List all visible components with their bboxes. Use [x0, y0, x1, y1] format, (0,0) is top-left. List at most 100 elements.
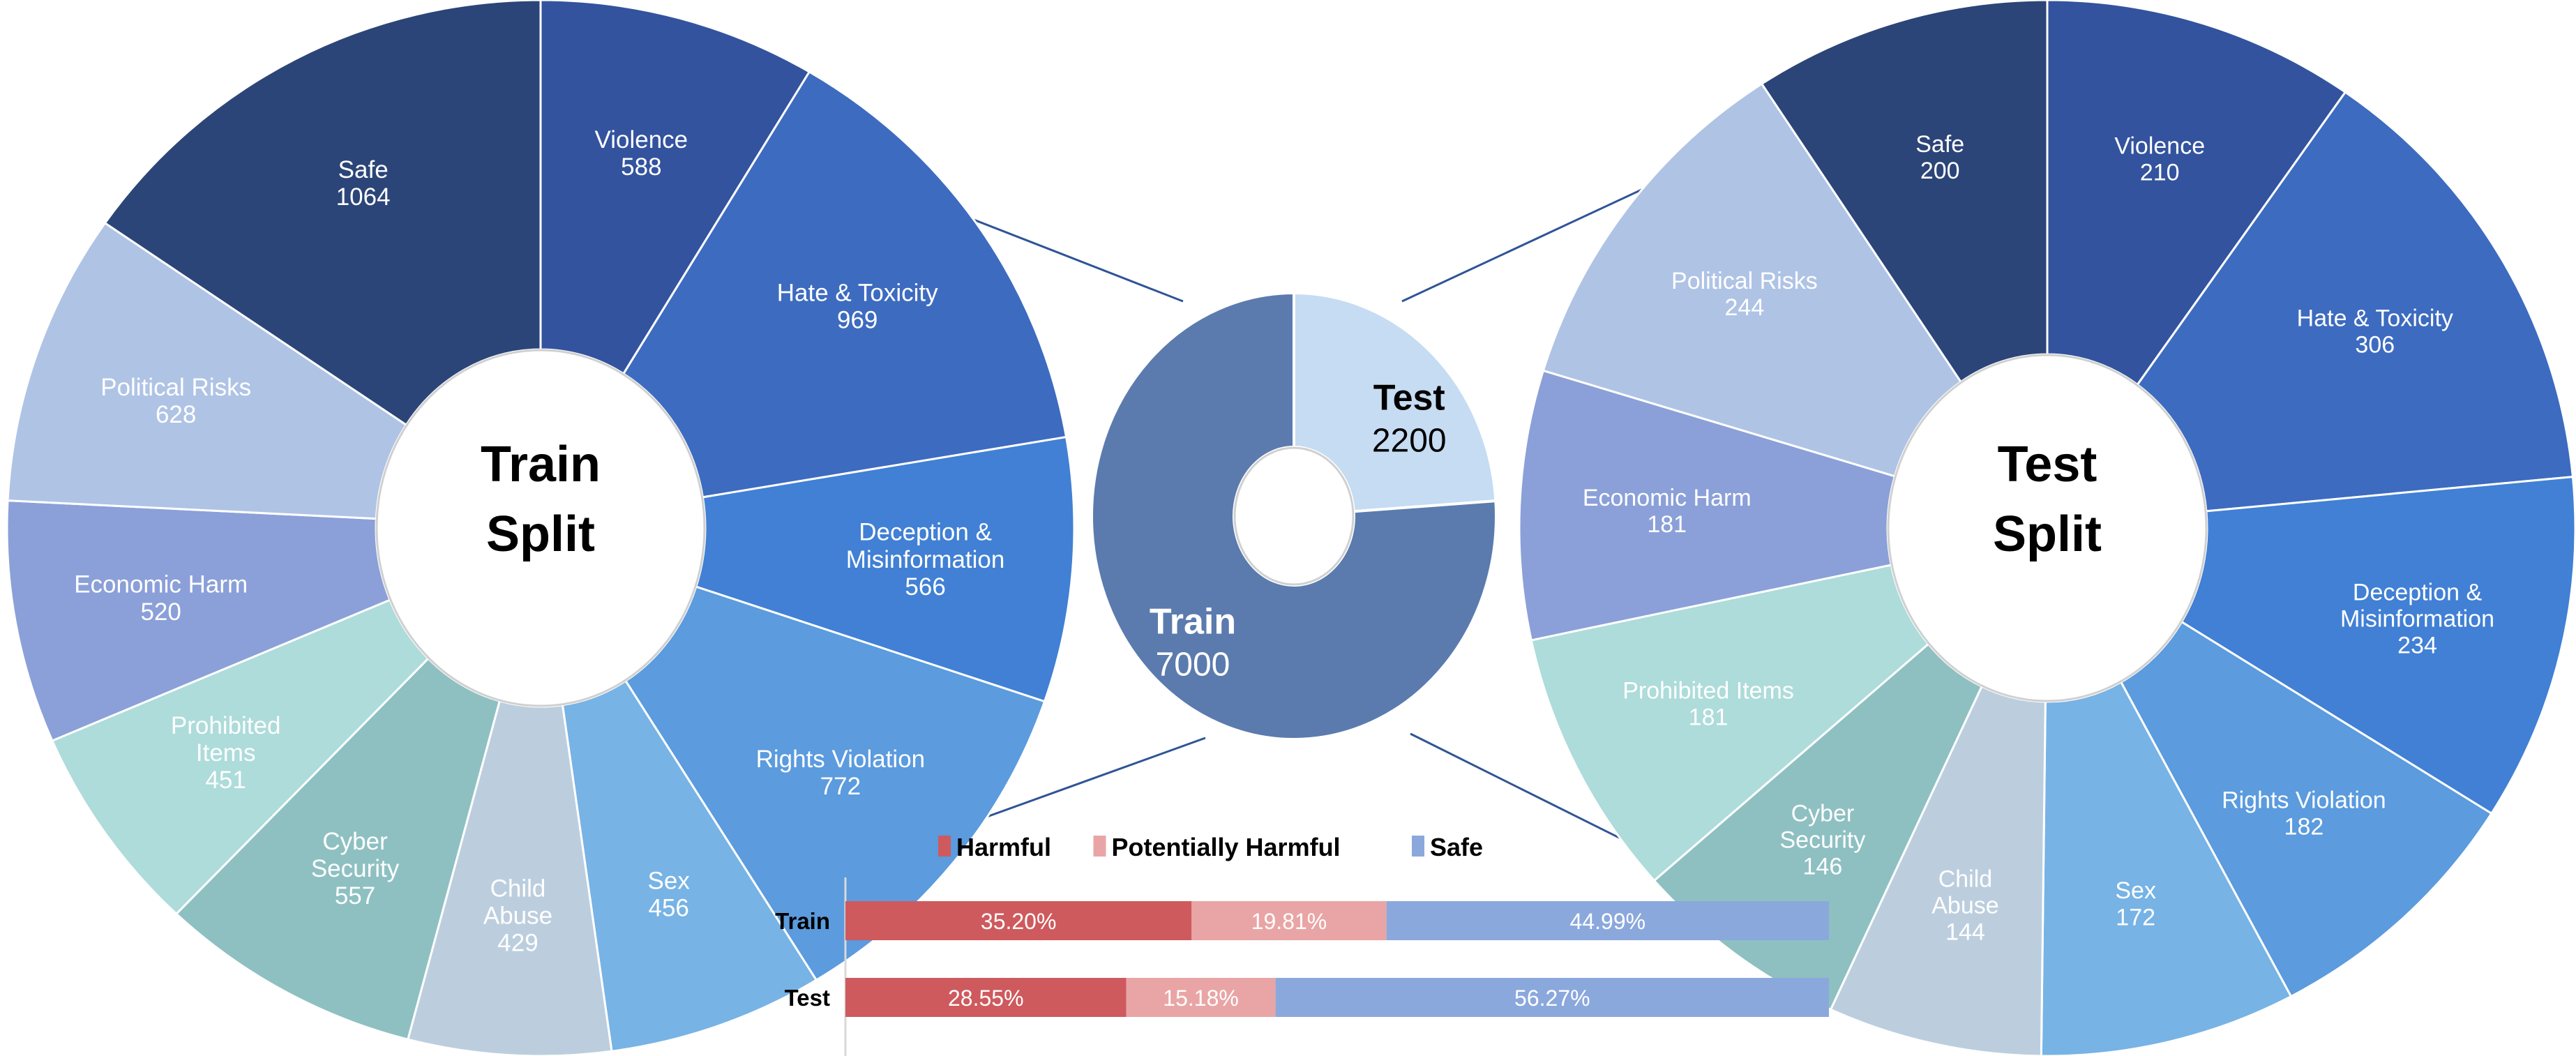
segment-name: Deception &	[859, 519, 992, 546]
segment-value: 772	[820, 773, 861, 800]
center-segment-value: 2200	[1372, 423, 1447, 460]
bar-segment[interactable]	[845, 901, 1192, 940]
segment-value: 200	[1920, 158, 1960, 184]
bar-segment[interactable]	[1386, 901, 1829, 940]
bar-segment-value: 44.99%	[1570, 909, 1646, 934]
center-segment-name: Test	[1373, 378, 1445, 418]
bar-segment[interactable]	[1191, 901, 1387, 940]
segment-value: 456	[649, 895, 689, 922]
bar-segment[interactable]	[845, 978, 1127, 1017]
segment-value: 144	[1945, 919, 1985, 945]
segment-value: 210	[2140, 160, 2180, 186]
segment-name: Security	[1780, 827, 1866, 854]
segment-name: Misinformation	[2340, 606, 2494, 633]
segment-name: Safe	[338, 156, 389, 183]
segment-name: Abuse	[483, 903, 552, 930]
center-label-group: Test 2200	[1372, 378, 1447, 460]
segment-name: Rights Violation	[756, 746, 926, 773]
bar-category-test: Test	[785, 985, 830, 1011]
segment-name: Prohibited Items	[1622, 678, 1794, 704]
train-hub-line2: Split	[486, 506, 595, 562]
segment-name: Rights Violation	[2222, 787, 2386, 814]
segment-name: Misinformation	[846, 546, 1005, 573]
segment-value: 628	[156, 401, 196, 428]
segment-value: 969	[837, 306, 878, 333]
legend-label-safe: Safe	[1430, 833, 1483, 861]
segment-name: Hate & Toxicity	[2297, 306, 2453, 332]
center-label-group: Train 7000	[1150, 601, 1236, 683]
bar-segment[interactable]	[1275, 978, 1829, 1017]
segment-name: Cyber	[1791, 801, 1855, 827]
segment-name: Cyber	[322, 828, 388, 855]
segment-name: Deception &	[2353, 580, 2483, 606]
center-segment-name: Train	[1150, 601, 1236, 642]
bar-segment-value: 19.81%	[1251, 909, 1327, 934]
segment-value: 244	[1725, 294, 1765, 321]
segment-name: Political Risks	[100, 374, 251, 401]
segment-name: Economic Harm	[74, 571, 248, 598]
center-donut-hub	[1233, 446, 1355, 586]
segment-name: Sex	[2115, 877, 2156, 904]
segment-name: Items	[196, 739, 256, 767]
segment-value: 566	[905, 573, 945, 601]
legend-label-potentially-harmful: Potentially Harmful	[1112, 833, 1341, 861]
segment-value: 429	[497, 930, 538, 957]
segment-value: 182	[2284, 814, 2324, 840]
legend-label-harmful: Harmful	[956, 833, 1051, 861]
segment-name: Abuse	[1931, 892, 1998, 919]
bar-segment[interactable]	[1126, 978, 1276, 1017]
center-segment-value: 7000	[1156, 646, 1230, 683]
segment-name: Hate & Toxicity	[777, 279, 938, 306]
bar-segment-value: 35.20%	[981, 909, 1057, 934]
segment-value: 306	[2355, 332, 2395, 359]
test-donut-hub: Test Split	[1887, 354, 2208, 702]
legend-swatch-harmful	[938, 836, 951, 857]
segment-value: 181	[1689, 704, 1728, 731]
segment-name: Child	[490, 875, 546, 902]
test-hub-line1: Test	[1998, 437, 2097, 492]
test-hub-line2: Split	[1993, 506, 2102, 562]
train-hub-line1: Train	[481, 437, 601, 492]
train-donut-hub: Train Split	[375, 349, 706, 707]
legend-swatch-potentially-harmful	[1093, 836, 1106, 857]
segment-name: Child	[1938, 866, 1992, 892]
bar-segment-value: 28.55%	[948, 986, 1024, 1011]
segment-name: Violence	[595, 126, 688, 153]
bar-category-train: Train	[775, 908, 830, 934]
segment-value: 234	[2397, 633, 2437, 659]
segment-value: 520	[140, 598, 181, 626]
segment-value: 1064	[336, 183, 391, 211]
segment-value: 181	[1647, 511, 1687, 538]
legend-swatch-safe	[1412, 836, 1424, 857]
segment-name: Economic Harm	[1583, 485, 1752, 511]
bar-segment-value: 15.18%	[1163, 986, 1239, 1011]
segment-name: Prohibited	[171, 712, 281, 739]
segment-value: 451	[205, 767, 246, 794]
segment-name: Violence	[2114, 133, 2205, 159]
segment-name: Security	[311, 855, 400, 882]
